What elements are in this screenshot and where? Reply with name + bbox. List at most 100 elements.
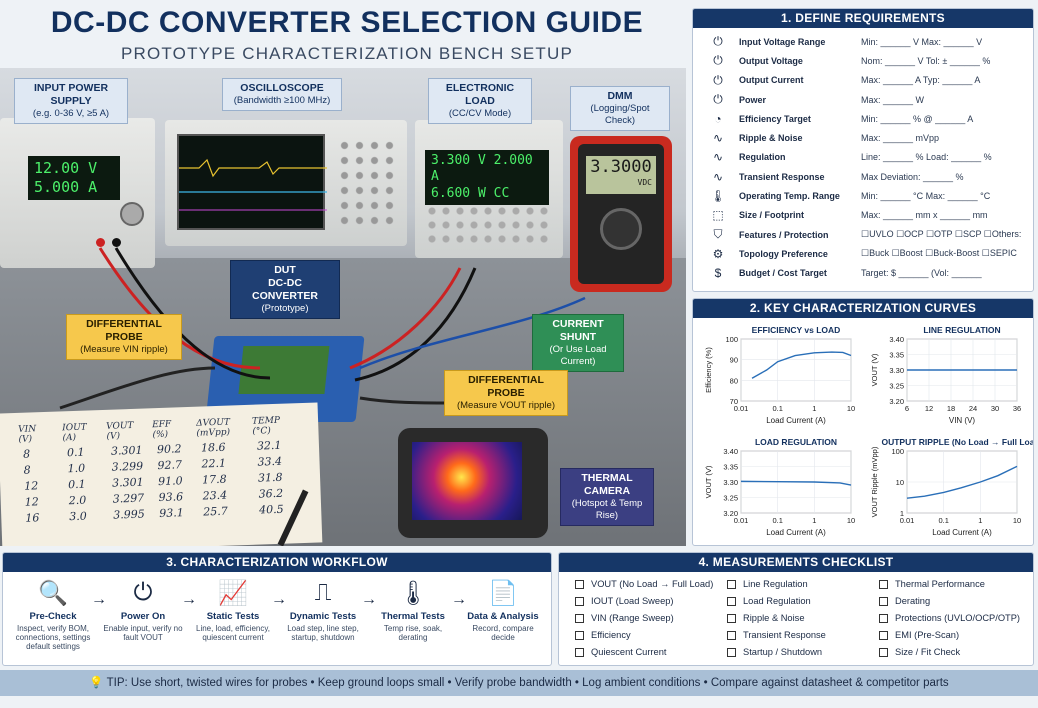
callout-probe-out: DIFFERENTIAL PROBE(Measure VOUT ripple) xyxy=(444,370,568,417)
workflow-step-title: Static Tests xyxy=(206,611,260,622)
eload-display: 3.300 V 2.000 A 6.600 W CC xyxy=(425,150,549,205)
chart-ytick-label: 3.30 xyxy=(723,478,738,487)
checkbox[interactable] xyxy=(575,647,584,657)
scope-traces xyxy=(179,158,327,211)
requirements-panel: 1. DEFINE REQUIREMENTS ⏻ Input Voltage R… xyxy=(692,8,1034,292)
requirement-field[interactable]: Max: ______ A Typ: ______ A xyxy=(861,75,981,86)
requirement-field[interactable]: Min: ______ % @ ______ A xyxy=(861,113,974,124)
chart-ytick-label: 3.40 xyxy=(889,335,904,344)
requirement-field[interactable]: Max: ______ mm x ______ mm xyxy=(861,210,988,221)
checklist-item[interactable]: Protections (UVLO/OCP/OTP) xyxy=(879,613,1020,623)
checkbox[interactable] xyxy=(575,579,584,589)
checklist-label: Line Regulation xyxy=(743,579,808,589)
requirement-row: ∿ Transient Response Max Deviation: ____… xyxy=(693,167,1033,186)
checkbox[interactable] xyxy=(727,596,736,606)
checklist-label: Ripple & Noise xyxy=(743,613,805,623)
notebook-cell: 17.8 xyxy=(201,472,227,487)
requirement-field[interactable]: Max: ______ W xyxy=(861,94,925,105)
requirement-row: ∿ Regulation Line: ______ % Load: ______… xyxy=(693,148,1033,167)
checklist-label: EMI (Pre-Scan) xyxy=(895,630,960,640)
checklist-item[interactable]: EMI (Pre-Scan) xyxy=(879,630,959,640)
workflow-panel: 3. CHARACTERIZATION WORKFLOW 🔍 Pre-Check… xyxy=(2,552,552,666)
requirement-field[interactable]: Line: ______ % Load: ______ % xyxy=(861,152,992,163)
checkbox[interactable] xyxy=(879,596,888,606)
thermometer-icon: 🌡 xyxy=(710,189,726,204)
notebook: VIN (V) IOUT (A) VOUT (V) EFF (%) ΔVOUT … xyxy=(0,402,323,546)
requirement-field[interactable]: Nom: ______ V Tol: ± ______ % xyxy=(861,55,991,66)
requirement-field[interactable]: Min: ______ °C Max: ______ °C xyxy=(861,191,991,202)
callout-shunt: CURRENT SHUNT(Or Use Load Current) xyxy=(532,314,624,372)
checkbox[interactable] xyxy=(727,647,736,657)
checklist-item[interactable]: Ripple & Noise xyxy=(727,613,805,623)
notebook-cell: 3.299 xyxy=(111,459,144,474)
requirement-label: Output Voltage xyxy=(739,55,803,66)
requirement-field[interactable]: Target: $ ______ (Vol: ______ xyxy=(861,268,982,279)
requirement-field[interactable]: ☐Buck ☐Boost ☐Buck-Boost ☐SEPIC xyxy=(861,248,1017,259)
scope-screen xyxy=(177,134,327,230)
requirement-field[interactable]: Min: ______ V Max: ______ V xyxy=(861,36,983,47)
requirement-field[interactable]: Max Deviation: ______ % xyxy=(861,171,964,182)
regulation-icon: ∿ xyxy=(712,150,724,165)
chart-xtick-label: 0.01 xyxy=(734,516,749,525)
page-title: DC-DC CONVERTER SELECTION GUIDE xyxy=(50,6,644,39)
chart-xlabel: Load Current (A) xyxy=(766,528,826,537)
checklist-item[interactable]: Line Regulation xyxy=(727,579,808,589)
notebook-cell: 32.1 xyxy=(256,438,282,453)
checkbox[interactable] xyxy=(727,630,736,640)
checkbox[interactable] xyxy=(575,596,584,606)
checklist-item[interactable]: VOUT (No Load → Full Load) xyxy=(575,579,713,589)
notebook-cell: 12 xyxy=(23,479,39,493)
notebook-cell: 18.6 xyxy=(200,440,226,455)
nb-h-vout: VOUT (V) xyxy=(106,420,134,442)
chart-xtick-label: 0.01 xyxy=(900,516,915,525)
checklist-label: Protections (UVLO/OCP/OTP) xyxy=(895,613,1021,623)
checkbox[interactable] xyxy=(879,647,888,657)
requirement-label: Topology Preference xyxy=(739,248,828,259)
checklist-item[interactable]: Load Regulation xyxy=(727,596,811,606)
chart-title: EFFICIENCY vs LOAD xyxy=(752,325,841,335)
topology-icon: ⚙ xyxy=(712,246,724,261)
checklist-item[interactable]: Thermal Performance xyxy=(879,579,985,589)
checklist-label: Startup / Shutdown xyxy=(743,647,823,657)
checkbox[interactable] xyxy=(575,613,584,623)
notebook-cell: 25.7 xyxy=(202,504,228,519)
checklist-item[interactable]: Efficiency xyxy=(575,630,631,640)
notebook-cell: 0.1 xyxy=(67,477,86,492)
requirement-row: ⏻ Output Voltage Nom: ______ V Tol: ± __… xyxy=(693,51,1033,70)
output-icon: ⏻ xyxy=(713,53,723,68)
checkbox[interactable] xyxy=(727,613,736,623)
dmm-dial xyxy=(600,208,642,250)
workflow-step: 📄 Data & Analysis Record, compare decide xyxy=(463,579,543,642)
checklist-item[interactable]: Startup / Shutdown xyxy=(727,647,822,657)
checklist-item[interactable]: Quiescent Current xyxy=(575,647,666,657)
nb-h-temp: TEMP (°C) xyxy=(251,415,281,437)
checklist-item[interactable]: Size / Fit Check xyxy=(879,647,960,657)
notebook-cell: 31.8 xyxy=(257,470,283,485)
checkbox[interactable] xyxy=(575,630,584,640)
arrow-right-icon: → xyxy=(451,591,467,608)
chart-xtick-label: 12 xyxy=(925,404,933,413)
chart-xtick-label: 0.1 xyxy=(772,516,782,525)
requirement-field[interactable]: ☐UVLO ☐OCP ☐OTP ☐SCP ☐Others: xyxy=(861,229,1022,240)
callout-dmm: DMM(Logging/Spot Check) xyxy=(570,86,670,131)
requirement-label: Regulation xyxy=(739,152,786,163)
checkbox[interactable] xyxy=(879,579,888,589)
checklist-item[interactable]: VIN (Range Sweep) xyxy=(575,613,674,623)
chart-xtick-label: 1 xyxy=(812,516,816,525)
requirements-list: ⏻ Input Voltage Range Min: ______ V Max:… xyxy=(693,28,1033,283)
dmm-unit: VDC xyxy=(637,178,652,187)
checkbox[interactable] xyxy=(879,613,888,623)
requirement-row: ◔ Efficiency Target Min: ______ % @ ____… xyxy=(693,109,1033,128)
pulse-icon: ⎍ xyxy=(314,579,332,606)
checklist-label: Quiescent Current xyxy=(591,647,667,657)
checkbox[interactable] xyxy=(879,630,888,640)
requirement-field[interactable]: Max: ______ mVpp xyxy=(861,133,940,144)
checkbox[interactable] xyxy=(727,579,736,589)
thermometer-icon: 🌡 xyxy=(397,580,429,607)
arrow-right-icon: → xyxy=(361,591,377,608)
checklist-item[interactable]: Derating xyxy=(879,596,930,606)
checklist-item[interactable]: Transient Response xyxy=(727,630,826,640)
checklist-item[interactable]: IOUT (Load Sweep) xyxy=(575,596,674,606)
